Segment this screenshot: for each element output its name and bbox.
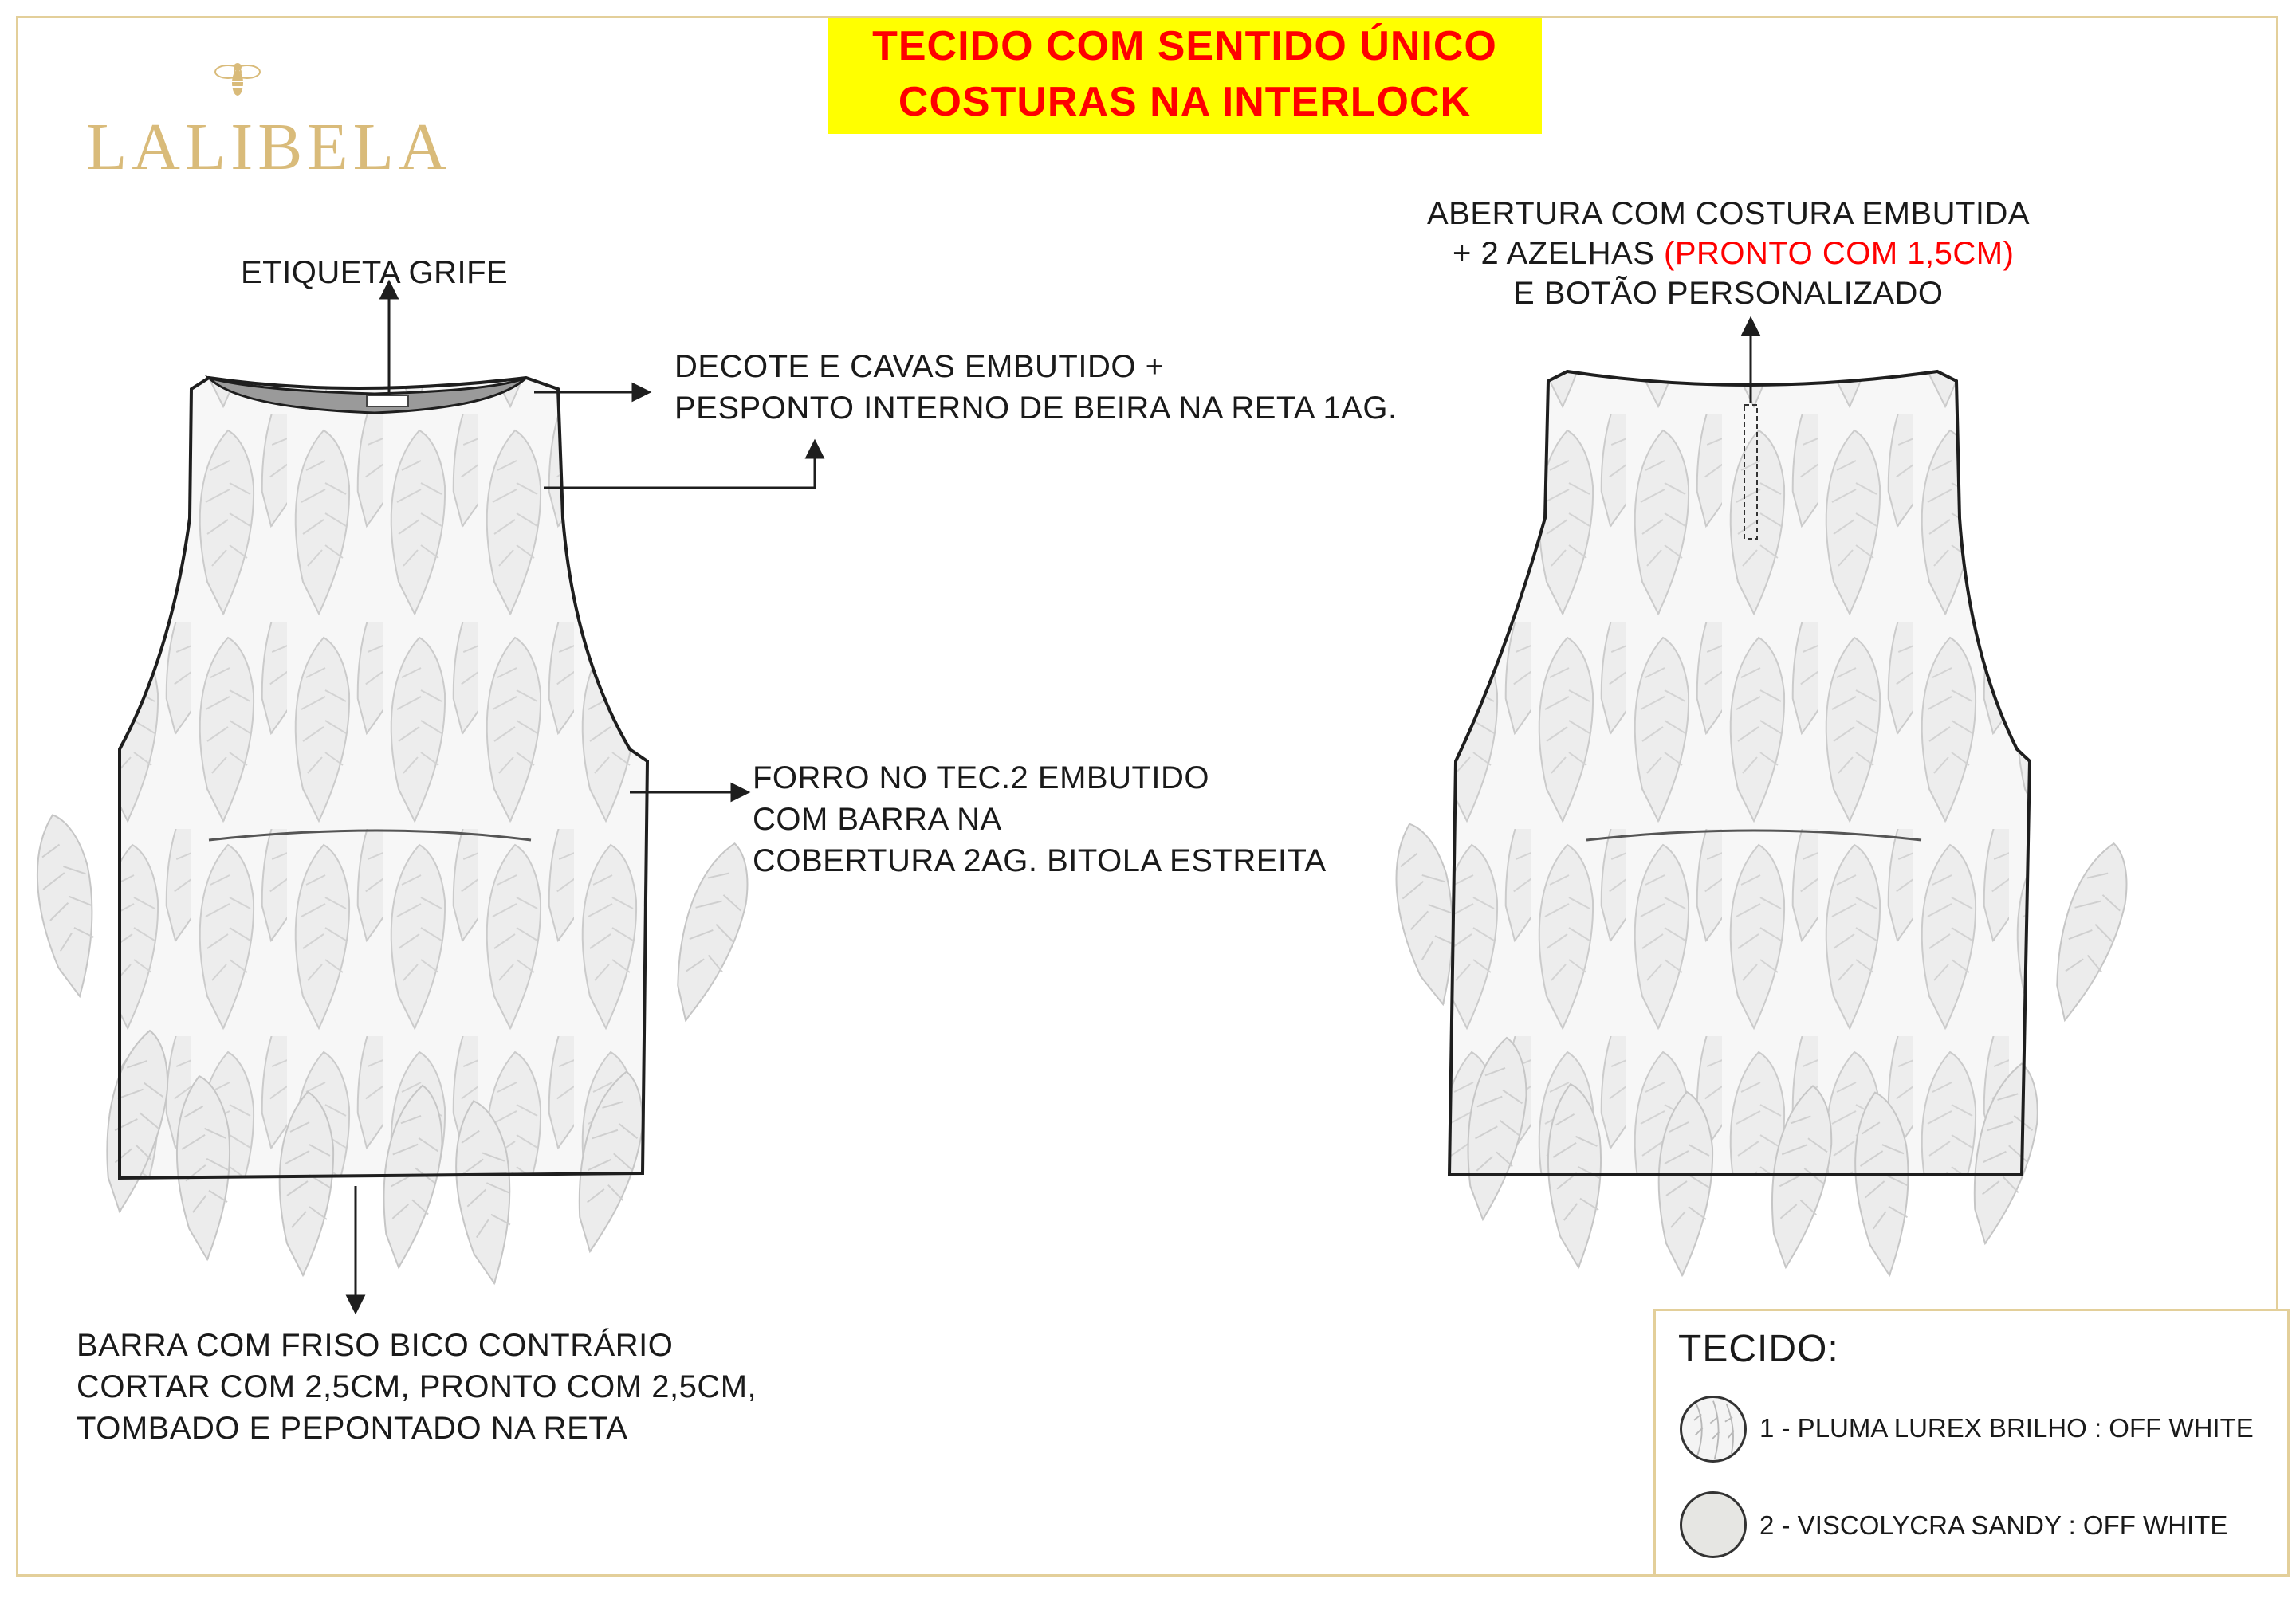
- legend-title: TECIDO:: [1678, 1328, 1839, 1370]
- swatch-feather-print: [1680, 1396, 1747, 1463]
- title-line-2: COSTURAS NA INTERLOCK: [898, 79, 1472, 125]
- label-barra-1: BARRA COM FRISO BICO CONTRÁRIO: [77, 1328, 674, 1363]
- legend-item-1: 1 - PLUMA LUREX BRILHO : OFF WHITE: [1759, 1413, 2254, 1443]
- title-line-1: TECIDO COM SENTIDO ÚNICO: [872, 23, 1497, 69]
- label-etiqueta: ETIQUETA GRIFE: [241, 255, 509, 290]
- label-forro-2: COM BARRA NA: [753, 802, 1002, 837]
- fabric-legend: TECIDO: 1 - PLUMA LUREX BRILHO : OFF WHI…: [1653, 1309, 2290, 1577]
- label-barra-3: TOMBADO E PEPONTADO NA RETA: [77, 1411, 628, 1446]
- brand-logo: LALIBELA: [86, 110, 452, 184]
- swatch-viscolycra: [1680, 1491, 1747, 1558]
- label-decote-2: PESPONTO INTERNO DE BEIRA NA RETA 1AG.: [674, 391, 1398, 426]
- label-decote-1: DECOTE E CAVAS EMBUTIDO +: [674, 349, 1165, 384]
- page-frame: [16, 16, 2278, 1577]
- label-abertura-2b: (PRONTO COM 1,5CM): [1664, 236, 2015, 271]
- label-barra-2: CORTAR COM 2,5CM, PRONTO COM 2,5CM,: [77, 1369, 757, 1404]
- label-forro-1: FORRO NO TEC.2 EMBUTIDO: [753, 760, 1210, 795]
- bee-icon: [214, 63, 261, 96]
- title-banner: TECIDO COM SENTIDO ÚNICO COSTURAS NA INT…: [828, 18, 1542, 134]
- back-garment: [1381, 369, 2141, 1279]
- label-abertura-3: E BOTÃO PERSONALIZADO: [1513, 276, 1944, 311]
- label-abertura-2: + 2 AZELHAS (PRONTO COM 1,5CM): [1453, 233, 2014, 274]
- label-abertura-1: ABERTURA COM COSTURA EMBUTIDA: [1427, 196, 2031, 231]
- label-abertura-2a: + 2 AZELHAS: [1453, 236, 1665, 271]
- annotation-arrows: [345, 279, 1761, 1315]
- legend-item-2: 2 - VISCOLYCRA SANDY : OFF WHITE: [1759, 1510, 2228, 1540]
- front-garment: [23, 375, 761, 1288]
- label-forro-3: COBERTURA 2AG. BITOLA ESTREITA: [753, 843, 1327, 878]
